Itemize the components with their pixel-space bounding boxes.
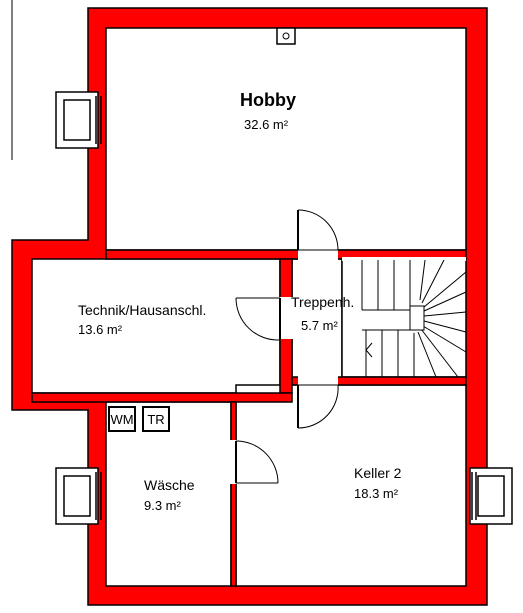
washing-machine-symbol: WM [108, 406, 136, 432]
room-name-hobby: Hobby [240, 90, 296, 110]
chimney-dot [282, 32, 290, 40]
door-technik-treppe [235, 297, 281, 341]
room-area-hobby: 32.6 m² [244, 117, 289, 132]
door-waesche-keller [235, 440, 279, 484]
staircase [341, 259, 467, 378]
door-hobby-treppe [297, 209, 339, 251]
room-name-technik: Technik/Hausanschl. [78, 302, 207, 318]
wall-technik-bottom [31, 392, 293, 403]
room-name-waesche: Wäsche [144, 477, 195, 493]
room-interiors [31, 27, 467, 587]
room-area-technik: 13.6 m² [78, 322, 123, 337]
technik-floor [31, 258, 281, 394]
room-name-keller2: Keller 2 [354, 465, 402, 481]
room-area-treppe: 5.7 m² [301, 318, 338, 333]
wall-waesche-right [230, 401, 237, 587]
room-area-waesche: 9.3 m² [144, 498, 181, 513]
room-area-keller2: 18.3 m² [354, 486, 399, 501]
room-name-treppe: Treppenh. [291, 294, 355, 310]
windows [55, 91, 513, 525]
interior-walls [31, 249, 467, 587]
keller2-floor [235, 384, 467, 587]
dryer-symbol: TR [142, 406, 170, 432]
wall-keller-top [291, 376, 467, 386]
door-treppe-keller [297, 384, 339, 429]
stair-floor [341, 258, 467, 378]
hobby-floor [105, 27, 467, 251]
doors [235, 209, 339, 484]
